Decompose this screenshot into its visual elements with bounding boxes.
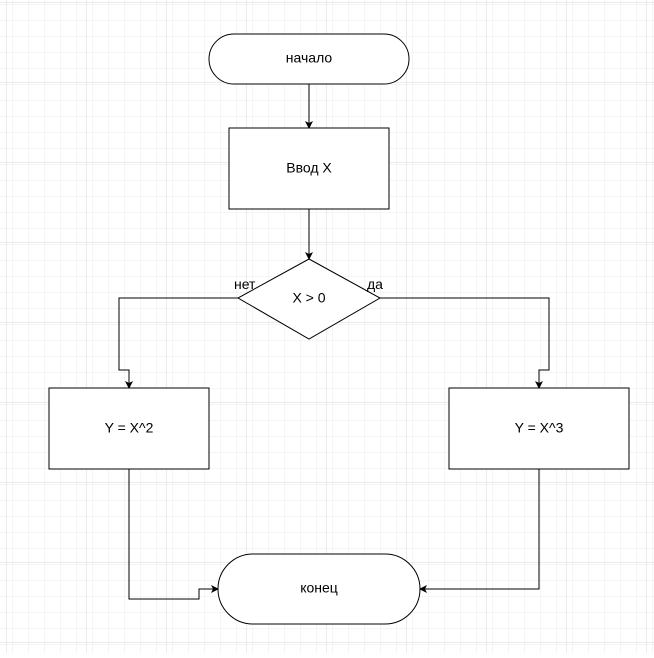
start-label: начало bbox=[286, 50, 333, 66]
connector-yes-branch bbox=[380, 297, 550, 389]
connector-no-to-end bbox=[128, 469, 219, 600]
no-label: нет bbox=[234, 276, 256, 292]
start-node[interactable]: начало bbox=[208, 33, 410, 85]
no-branch-label: Y = X^2 bbox=[105, 420, 154, 436]
condition-node[interactable]: X > 0 bbox=[236, 258, 382, 340]
connectors bbox=[118, 84, 550, 600]
yes-branch-node[interactable]: Y = X^3 bbox=[448, 387, 630, 470]
end-label: конец bbox=[300, 580, 338, 596]
yes-branch-label: Y = X^3 bbox=[515, 420, 564, 436]
condition-label: X > 0 bbox=[292, 290, 325, 306]
input-node[interactable]: Ввод X bbox=[228, 127, 390, 210]
end-node[interactable]: конец bbox=[217, 553, 421, 625]
no-branch-node[interactable]: Y = X^2 bbox=[48, 387, 210, 470]
yes-label: да bbox=[367, 276, 383, 292]
input-label: Ввод X bbox=[286, 160, 332, 176]
connector-yes-to-end bbox=[419, 469, 540, 593]
connector-no-branch bbox=[118, 297, 238, 389]
